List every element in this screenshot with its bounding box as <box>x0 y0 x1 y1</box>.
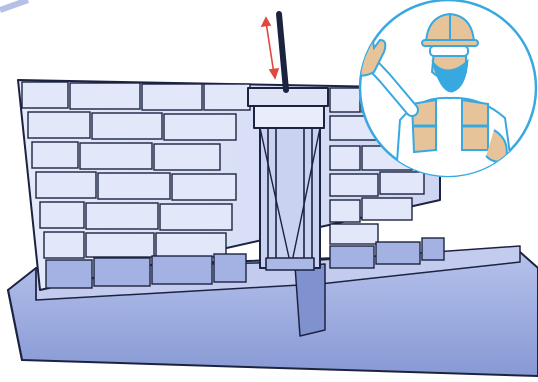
lift-rod <box>279 14 286 90</box>
corner-stroke <box>0 0 28 10</box>
sluice-gate <box>248 88 328 270</box>
up-down-arrow-icon <box>262 18 278 78</box>
